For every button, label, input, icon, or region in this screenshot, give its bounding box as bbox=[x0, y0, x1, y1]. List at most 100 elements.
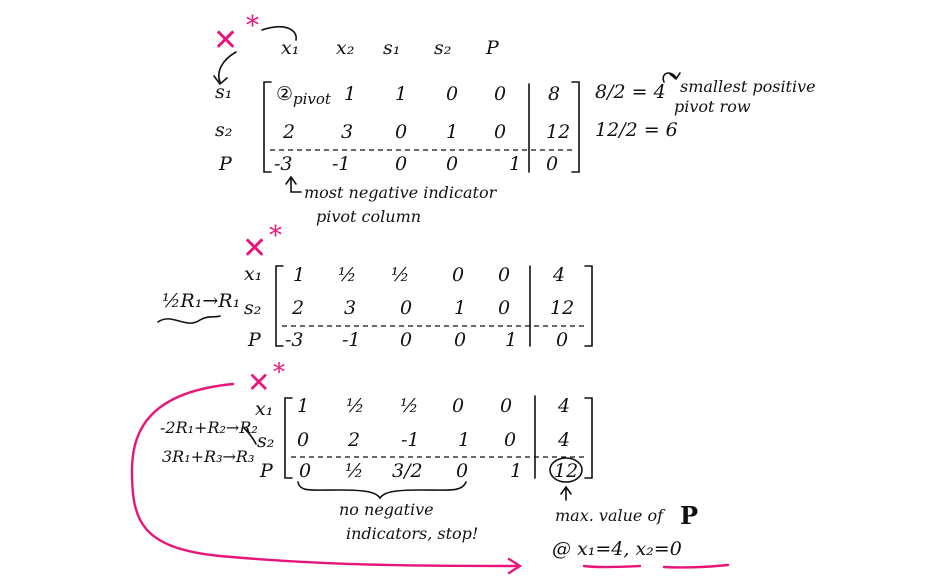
matrix-bracket-left bbox=[275, 265, 284, 347]
cell-r3-c3: 0 bbox=[400, 329, 412, 351]
cell-r1-c5: 0 bbox=[500, 395, 512, 417]
cell-r3-c4: 0 bbox=[446, 153, 458, 175]
row-label-p: P bbox=[259, 460, 274, 482]
cell-r2-rhs: 12 bbox=[550, 297, 574, 319]
cell-r1-c4: 0 bbox=[452, 264, 464, 286]
row-label-s2: s₂ bbox=[244, 297, 261, 319]
cell-r1-rhs: 8 bbox=[548, 83, 560, 105]
star-mark-3: * bbox=[273, 358, 285, 386]
stop-note-1: no negative bbox=[339, 500, 434, 519]
cell-r3-rhs: 0 bbox=[546, 153, 558, 175]
cell-r2-c3: -1 bbox=[401, 429, 420, 451]
max-value-note: max. value of bbox=[555, 506, 666, 525]
col-header-x1: x₁ bbox=[281, 37, 299, 59]
cell-r3-rhs: 0 bbox=[556, 329, 568, 351]
cell-r2-c2: 3 bbox=[344, 297, 356, 319]
pivot-column-note-2: pivot column bbox=[316, 207, 421, 226]
cell-r3-c2: -1 bbox=[332, 153, 351, 175]
row-label-x1: x₁ bbox=[255, 398, 273, 420]
matrix-bracket-right bbox=[584, 265, 593, 347]
tableau-3: ✕ * -2R₁+R₂→R₂ 3R₁+R₃→R₃ x₁ s₂ P 1 ½ ½ 0… bbox=[130, 358, 730, 575]
cell-r3-c1: 0 bbox=[299, 460, 311, 482]
cell-r3-c5: 1 bbox=[505, 329, 517, 351]
max-value-arrow bbox=[560, 485, 572, 501]
row-label-s2: s₂ bbox=[215, 119, 232, 141]
row-label-p: P bbox=[218, 153, 233, 175]
solution-text: @ x₁=4, x₂=0 bbox=[552, 538, 682, 560]
cell-r1-c5: 0 bbox=[498, 264, 510, 286]
loop-arrow bbox=[130, 382, 520, 568]
cell-r1-rhs: 4 bbox=[552, 264, 565, 286]
cell-r1-c1: 1 bbox=[297, 395, 309, 417]
cell-r3-rhs: 12 bbox=[554, 460, 578, 482]
pivot-column-note-1: most negative indicator bbox=[304, 183, 498, 202]
ratio-arrow bbox=[662, 72, 681, 83]
operation-halve-r1: ½R₁→R₁ bbox=[162, 290, 240, 312]
swap-arrow-top bbox=[261, 25, 297, 41]
cell-r3-c5: 1 bbox=[509, 153, 521, 175]
ratio-row-1: 8/2 = 4 bbox=[595, 81, 666, 103]
operation-row-2: -2R₁+R₂→R₂ bbox=[160, 418, 258, 437]
cell-r2-c5: 0 bbox=[498, 297, 510, 319]
cell-r3-c2: -1 bbox=[342, 329, 361, 351]
max-value-circle bbox=[549, 457, 583, 483]
cell-r2-c4: 1 bbox=[446, 121, 458, 143]
matrix-bracket-left bbox=[263, 81, 272, 173]
row-label-s2: s₂ bbox=[257, 430, 274, 452]
indicator-brace bbox=[297, 481, 467, 500]
cell-r1-c3: 1 bbox=[395, 83, 407, 105]
cross-mark-2: ✕ bbox=[242, 231, 267, 266]
cell-r1-c2: ½ bbox=[338, 264, 356, 286]
cell-r1-rhs: 4 bbox=[557, 395, 570, 417]
matrix-bracket-left bbox=[284, 397, 293, 479]
col-header-s1: s₁ bbox=[383, 37, 400, 59]
loop-arrow-head bbox=[507, 557, 523, 575]
cell-r2-rhs: 12 bbox=[546, 121, 570, 143]
ratio-note-smallest: smallest positive bbox=[680, 77, 816, 96]
max-value-variable: P bbox=[680, 501, 698, 530]
cell-r3-c4: 0 bbox=[454, 329, 466, 351]
col-header-s2: s₂ bbox=[434, 37, 451, 59]
cell-r1-c1: ② bbox=[276, 83, 293, 105]
cell-r2-c4: 1 bbox=[458, 429, 470, 451]
cell-r2-rhs: 4 bbox=[557, 429, 570, 451]
matrix-bracket-right bbox=[584, 397, 593, 479]
row-label-x1: x₁ bbox=[244, 263, 262, 285]
cell-r3-c2: ½ bbox=[345, 460, 363, 482]
cell-r2-c3: 0 bbox=[395, 121, 407, 143]
cell-r2-c1: 2 bbox=[282, 121, 295, 143]
cell-r2-c3: 0 bbox=[400, 297, 412, 319]
cell-r2-c2: 3 bbox=[341, 121, 353, 143]
cross-mark: ✕ bbox=[213, 23, 238, 58]
operation-underline bbox=[157, 315, 221, 324]
cell-r1-c4: 0 bbox=[452, 395, 464, 417]
solution-underline-2 bbox=[662, 563, 730, 569]
cell-r3-c3: 0 bbox=[395, 153, 407, 175]
cell-r2-c2: 2 bbox=[347, 429, 360, 451]
star-mark: * bbox=[246, 11, 259, 41]
col-header-p: P bbox=[485, 37, 500, 59]
matrix-bracket-right bbox=[571, 81, 580, 173]
pivot-column-arrow bbox=[285, 175, 302, 193]
col-header-x2: x₂ bbox=[336, 37, 354, 59]
cell-r2-c5: 0 bbox=[494, 121, 506, 143]
cell-r3-c1: -3 bbox=[285, 329, 304, 351]
cell-r1-c2: 1 bbox=[344, 83, 356, 105]
cell-r2-c1: 0 bbox=[297, 429, 309, 451]
cell-r1-c3: ½ bbox=[400, 395, 418, 417]
operation-row-3: 3R₁+R₃→R₃ bbox=[162, 447, 254, 466]
operation-arrow-1 bbox=[243, 427, 257, 445]
cell-r3-c3: 3/2 bbox=[392, 460, 423, 482]
row-label-p: P bbox=[247, 329, 262, 351]
cell-r2-c5: 0 bbox=[504, 429, 516, 451]
cell-r3-c1: -3 bbox=[274, 153, 293, 175]
tableau-1: ✕ * x₁ x₂ s₁ s₂ P s₁ s₂ P ② pivot 1 1 0 … bbox=[213, 11, 816, 226]
solution-underline-1 bbox=[582, 564, 642, 569]
star-mark-2: * bbox=[269, 221, 282, 251]
tableau-2: ✕ * ½R₁→R₁ x₁ s₂ P 1 ½ ½ 0 0 4 2 3 0 1 0… bbox=[157, 221, 593, 351]
ratio-row-2: 12/2 = 6 bbox=[595, 119, 678, 141]
pivot-label: pivot bbox=[293, 90, 332, 108]
cell-r1-c1: 1 bbox=[293, 264, 305, 286]
cell-r1-c4: 0 bbox=[446, 83, 458, 105]
